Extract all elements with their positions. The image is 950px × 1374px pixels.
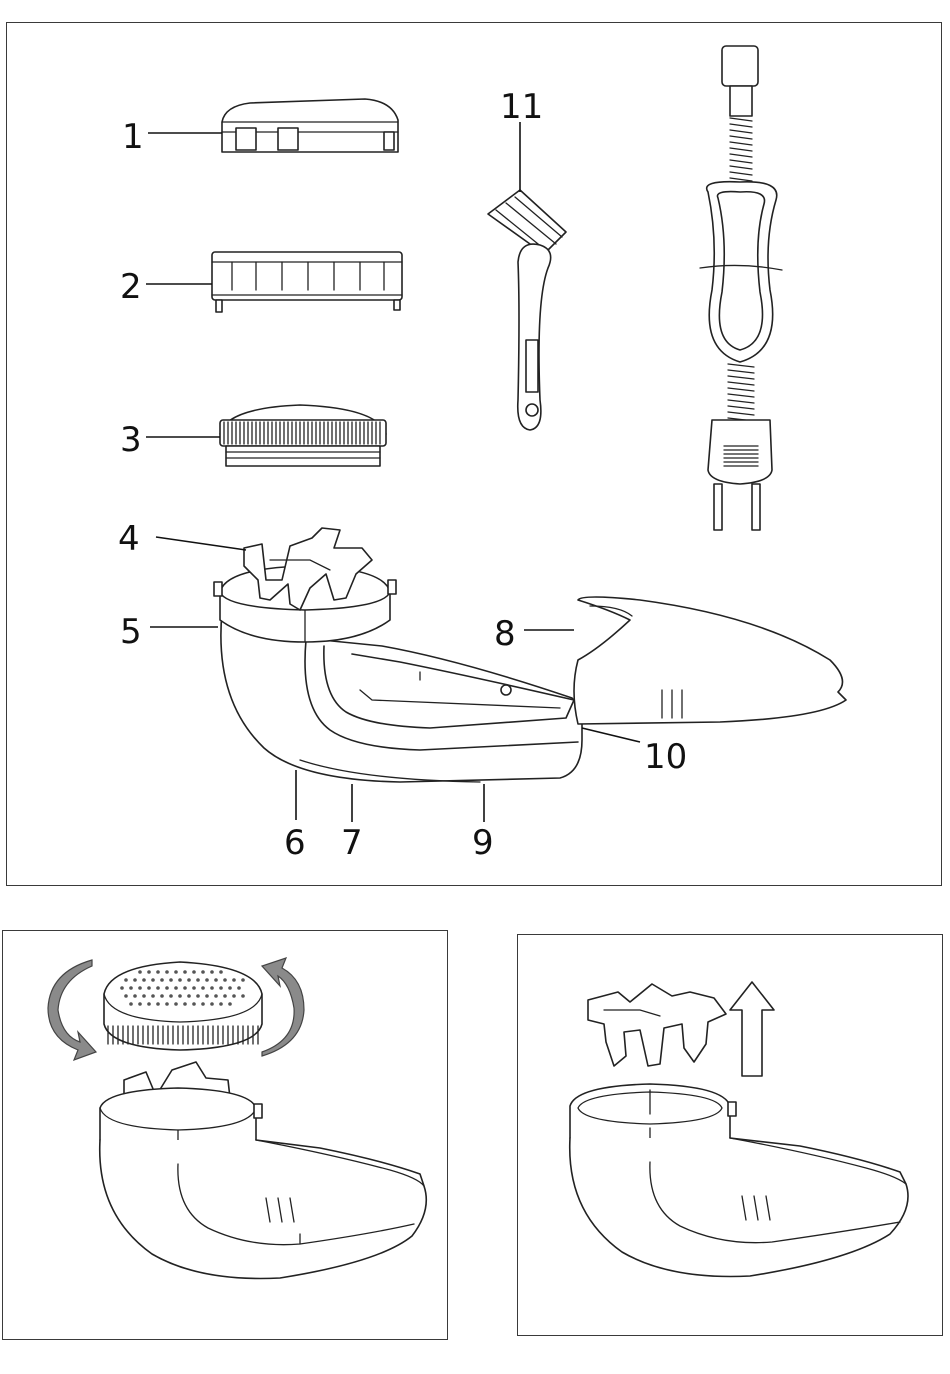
label-8: 8 (494, 614, 516, 654)
leader-10 (582, 728, 640, 742)
up-arrow-icon (730, 982, 774, 1076)
part-8-container (574, 597, 846, 724)
part-1-cover (222, 99, 398, 152)
part-11-brush (488, 190, 566, 430)
main-unit (214, 528, 582, 782)
label-9: 9 (472, 823, 494, 863)
part-2-ring (212, 252, 402, 312)
label-10: 10 (644, 737, 687, 777)
part-3-screen (220, 405, 386, 466)
label-2: 2 (120, 267, 142, 307)
rotate-arrow-icon (48, 960, 96, 1060)
label-7: 7 (341, 823, 363, 863)
rotate-arrow-icon (262, 958, 304, 1056)
label-5: 5 (120, 612, 142, 652)
label-3: 3 (120, 420, 142, 460)
label-1: 1 (122, 117, 144, 157)
leader-4 (156, 537, 246, 550)
power-cord (700, 46, 782, 530)
label-6: 6 (284, 823, 306, 863)
rotate-illustration (48, 958, 426, 1279)
label-11: 11 (500, 87, 543, 127)
label-4: 4 (118, 519, 140, 559)
lift-illustration (570, 982, 908, 1277)
